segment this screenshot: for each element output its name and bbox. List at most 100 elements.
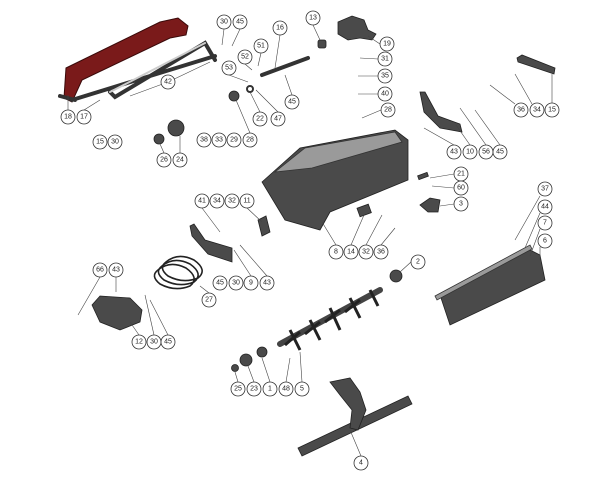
callout-5: 5 (294, 381, 310, 397)
callout-circle (107, 134, 123, 150)
callout-circle (353, 455, 369, 471)
callout-number: 34 (213, 198, 221, 205)
callout-number: 60 (457, 185, 465, 192)
deflector-strip (434, 244, 533, 301)
callout-8: 8 (328, 244, 344, 260)
callout-43: 43 (108, 262, 124, 278)
callout-number: 26 (160, 157, 168, 164)
callout-circle (278, 381, 294, 397)
shaft (260, 56, 310, 77)
callout-12: 12 (131, 334, 147, 350)
callout-15: 15 (92, 134, 108, 150)
callout-33: 33 (211, 132, 227, 148)
callout-2: 2 (410, 254, 426, 270)
callout-circle (131, 334, 147, 350)
callout-circle (377, 51, 393, 67)
callout-number: 42 (164, 79, 172, 86)
callout-19: 19 (379, 36, 395, 52)
handle-bar-inner (109, 42, 206, 93)
callout-circle (537, 233, 553, 249)
callout-40: 40 (377, 86, 393, 102)
callout-41: 41 (194, 193, 210, 209)
bracket (419, 197, 441, 213)
callout-number: 2 (416, 259, 420, 266)
callout-29: 29 (226, 132, 242, 148)
callout-circle (172, 152, 188, 168)
callout-number: 32 (362, 249, 370, 256)
callout-number: 32 (228, 198, 236, 205)
callout-number: 66 (96, 267, 104, 274)
skid-bar (516, 54, 556, 75)
callout-4: 4 (353, 455, 369, 471)
callout-circle (328, 244, 344, 260)
callout-number: 15 (548, 107, 556, 114)
callout-number: 27 (205, 297, 213, 304)
callout-number: 43 (263, 280, 271, 287)
callout-circle (453, 196, 469, 212)
callout-number: 28 (384, 107, 392, 114)
callout-number: 24 (176, 157, 184, 164)
callout-circle (221, 60, 237, 76)
callout-number: 38 (200, 137, 208, 144)
callout-circle (294, 381, 310, 397)
callout-number: 37 (541, 186, 549, 193)
roller-frame (297, 377, 413, 457)
callout-32: 32 (224, 193, 240, 209)
callout-47: 47 (270, 111, 286, 127)
callout-number: 56 (482, 149, 490, 156)
callout-circle (262, 381, 278, 397)
callout-number: 6 (543, 238, 547, 245)
callout-18: 18 (60, 109, 76, 125)
callout-number: 10 (466, 149, 474, 156)
callout-48: 48 (278, 381, 294, 397)
side-plate (419, 91, 463, 133)
callout-9: 9 (243, 275, 259, 291)
callout-number: 22 (256, 116, 264, 123)
callout-26: 26 (156, 152, 172, 168)
callout-number: 41 (198, 198, 206, 205)
callout-25: 25 (230, 381, 246, 397)
callout-27: 27 (201, 292, 217, 308)
callout-number: 30 (232, 280, 240, 287)
bearing (228, 90, 240, 102)
callout-3: 3 (453, 196, 469, 212)
washer (246, 85, 254, 93)
callout-number: 29 (230, 137, 238, 144)
callout-number: 15 (96, 139, 104, 146)
callout-circle (544, 102, 560, 118)
callout-28: 28 (380, 102, 396, 118)
callout-circle (212, 275, 228, 291)
callout-number: 16 (276, 25, 284, 32)
callout-circle (537, 215, 553, 231)
callout-circle (410, 254, 426, 270)
callout-circle (242, 132, 258, 148)
callout-number: 30 (111, 139, 119, 146)
callout-number: 47 (274, 116, 282, 123)
callout-circle (216, 14, 232, 30)
callout-number: 40 (381, 91, 389, 98)
callout-circle (377, 86, 393, 102)
callout-23: 23 (246, 381, 262, 397)
callout-number: 36 (377, 249, 385, 256)
callout-11: 11 (239, 193, 255, 209)
coupling (317, 39, 327, 49)
callout-21: 21 (453, 166, 469, 182)
callout-number: 36 (517, 107, 525, 114)
callout-number: 51 (257, 43, 265, 50)
callout-circle (284, 94, 300, 110)
callout-number: 30 (220, 19, 228, 26)
callout-number: 11 (243, 198, 250, 205)
callout-circle (196, 132, 212, 148)
callout-circle (305, 10, 321, 26)
callout-32: 32 (358, 244, 374, 260)
callout-number: 7 (543, 220, 547, 227)
callout-circle (243, 275, 259, 291)
callout-circle (156, 152, 172, 168)
callout-circle (230, 381, 246, 397)
callout-circle (513, 102, 529, 118)
callout-42: 42 (160, 74, 176, 90)
callout-circle (92, 262, 108, 278)
callout-circle (252, 111, 268, 127)
